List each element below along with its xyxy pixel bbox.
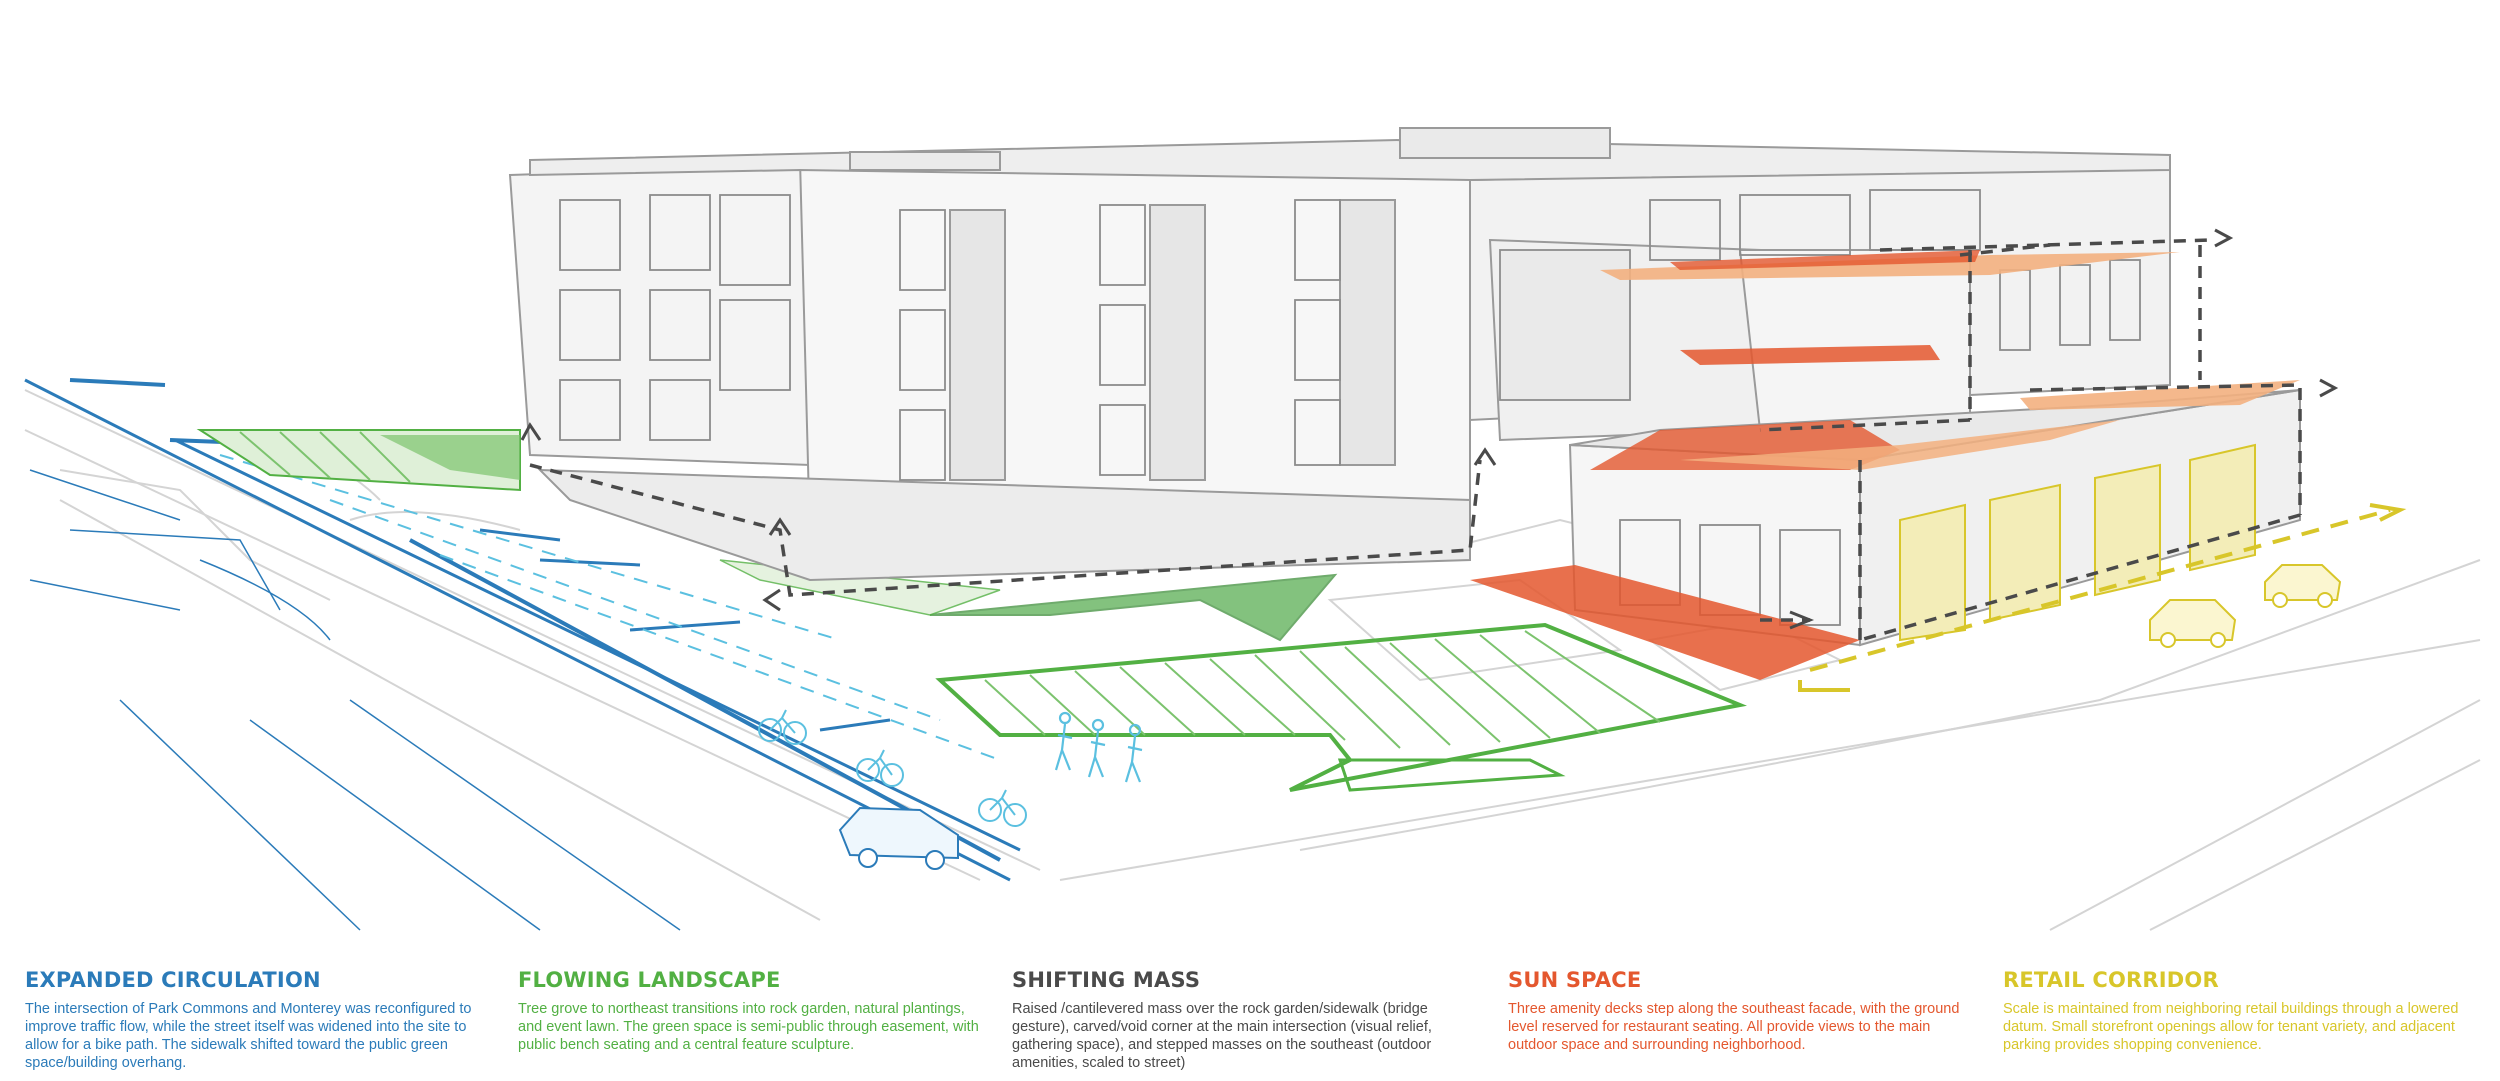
- shifting-mass-outlines: [529, 238, 2302, 642]
- legend-title: EXPANDED CIRCULATION: [25, 968, 321, 992]
- car-icon: [838, 806, 959, 870]
- legend: EXPANDED CIRCULATION The intersection of…: [0, 968, 2500, 1078]
- landscape-areas: [196, 429, 1748, 792]
- site-axonometric-diagram: [24, 127, 2481, 931]
- legend-text: Three amenity decks step along the south…: [1508, 1001, 1960, 1053]
- legend-sun: SUN SPACE Three amenity decks step along…: [1508, 968, 1978, 1054]
- legend-circulation: EXPANDED CIRCULATION The intersection of…: [25, 968, 495, 1072]
- circulation-dashed-lines: [219, 454, 1001, 761]
- legend-text: Scale is maintained from neighboring ret…: [2003, 1001, 2459, 1053]
- legend-title: RETAIL CORRIDOR: [2003, 968, 2219, 992]
- legend-title: SUN SPACE: [1508, 968, 1642, 992]
- sun-space-decks: [1470, 250, 2300, 680]
- legend-title: FLOWING LANDSCAPE: [518, 968, 781, 992]
- bicycle-icon: [758, 709, 1027, 827]
- legend-text: Tree grove to northeast transitions into…: [518, 1001, 979, 1053]
- legend-title: SHIFTING MASS: [1012, 968, 1201, 992]
- legend-retail: RETAIL CORRIDOR Scale is maintained from…: [2003, 968, 2473, 1054]
- pedestrian-icon: [1054, 711, 1143, 783]
- building-windows: [559, 189, 2141, 626]
- legend-text: Raised /cantilevered mass over the rock …: [1012, 1001, 1432, 1071]
- car-icon: [2149, 564, 2342, 648]
- retail-storefronts: [1899, 443, 2256, 642]
- legend-text: The intersection of Park Commons and Mon…: [25, 1001, 472, 1071]
- shifting-mass-arrows: [520, 228, 2339, 630]
- retail-parking-line: [1798, 503, 2407, 692]
- legend-mass: SHIFTING MASS Raised /cantilevered mass …: [1012, 968, 1482, 1072]
- legend-landscape: FLOWING LANDSCAPE Tree grove to northeas…: [518, 968, 988, 1054]
